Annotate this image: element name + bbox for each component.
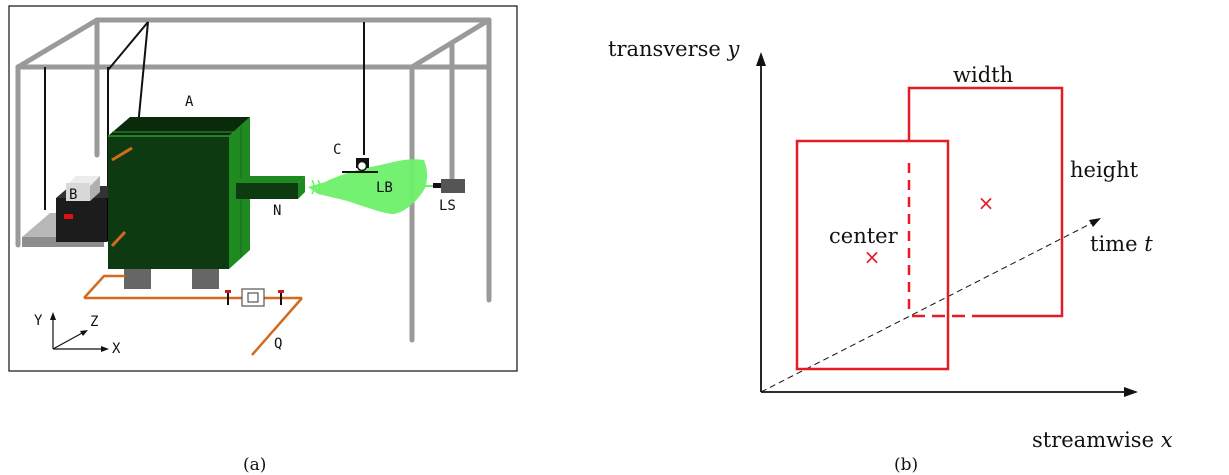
axis-label-z: Z xyxy=(90,314,98,330)
label-lb: LB xyxy=(376,180,393,196)
y-axis-label: transverse xyxy=(608,37,721,61)
center-marker-back: × xyxy=(978,191,995,215)
pump-loop xyxy=(83,274,303,356)
x-axis-label: streamwise xyxy=(1032,428,1154,452)
y-axis-title: transverse y xyxy=(608,37,741,61)
axis-label-x: X xyxy=(112,341,121,357)
label-c: C xyxy=(333,142,341,158)
coordinate-axes xyxy=(50,312,109,352)
tank-leg-left xyxy=(124,269,151,289)
caption-a: (a) xyxy=(243,455,266,475)
support-frame xyxy=(15,17,492,343)
panel-a: B A N LB xyxy=(8,5,518,475)
t-axis-label: time xyxy=(1090,232,1138,256)
t-axis-var: t xyxy=(1144,232,1153,256)
mounting-rods xyxy=(110,146,133,248)
laser-beam xyxy=(308,159,436,214)
label-a: A xyxy=(185,94,194,110)
x-axis-title: streamwise x xyxy=(1032,428,1173,452)
box-later xyxy=(907,86,1064,318)
laser-source xyxy=(433,179,465,193)
suspension-wires xyxy=(44,21,365,211)
label-n: N xyxy=(273,203,281,219)
height-label: height xyxy=(1070,158,1139,182)
center-marker-front: × xyxy=(864,245,881,269)
label-ls: LS xyxy=(439,198,456,214)
label-b: B xyxy=(69,187,77,203)
panel-b: × × transverse y streamwise x time t wid… xyxy=(608,37,1173,475)
tank xyxy=(108,117,250,269)
camera xyxy=(342,158,378,173)
axis-label-y: Y xyxy=(34,313,43,329)
x-axis-var: x xyxy=(1161,428,1173,452)
width-label: width xyxy=(953,63,1013,87)
caption-b: (b) xyxy=(894,455,918,475)
label-q: Q xyxy=(274,336,282,352)
box-earlier xyxy=(795,139,950,371)
tank-leg-right xyxy=(192,269,219,289)
time-axis xyxy=(760,221,1095,393)
y-axis-var: y xyxy=(727,37,741,61)
axes-b xyxy=(756,52,1138,397)
time-axis-arrowhead xyxy=(1089,218,1101,227)
t-axis-title: time t xyxy=(1090,232,1153,256)
nozzle xyxy=(236,176,305,199)
center-label: center xyxy=(829,224,899,248)
